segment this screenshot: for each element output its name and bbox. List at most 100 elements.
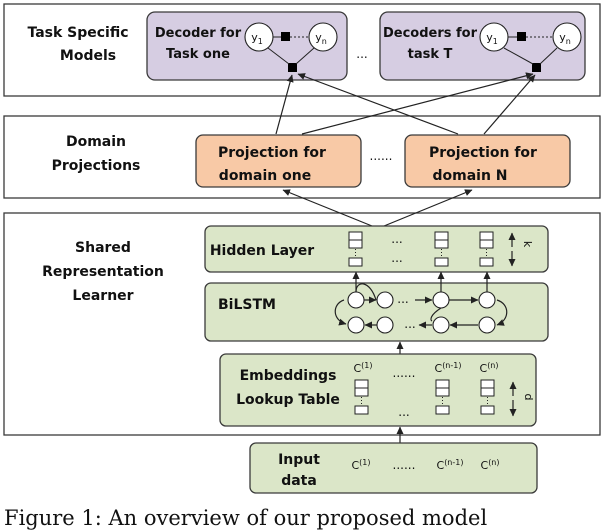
section-title-shared-2: Representation xyxy=(42,264,164,280)
output-y1: y xyxy=(486,31,493,44)
output-yn: y xyxy=(315,31,322,44)
svg-text:C(n): C(n) xyxy=(480,361,499,375)
section-title-domain-1: Domain xyxy=(66,134,126,150)
section-title-domain-2: Projections xyxy=(52,158,141,174)
input-box xyxy=(249,442,538,494)
lstm-forward-node xyxy=(376,291,394,309)
arrow-hidden-proj1 xyxy=(282,189,373,227)
input-token-sup: (n-1) xyxy=(444,458,463,467)
embedding-token-sup: (1) xyxy=(361,361,372,370)
input-label-2: data xyxy=(281,473,317,489)
bilstm-label: BiLSTM xyxy=(218,297,276,313)
input-label-1: Input xyxy=(278,452,320,468)
projection-domain-one: Projection for domain one xyxy=(195,134,362,188)
lstm-backward-node xyxy=(478,316,496,334)
input-data: Input data C(1) ...... C(n-1) C(n) xyxy=(249,442,538,494)
output-yn-sub: n xyxy=(322,37,327,46)
input-token-sup: (n) xyxy=(488,458,499,467)
output-yn-sub: n xyxy=(566,37,571,46)
embedding-token: C xyxy=(353,362,361,375)
embeddings-dots: ... xyxy=(398,405,409,419)
svg-text:C(1): C(1) xyxy=(353,361,372,375)
output-node-yn xyxy=(308,22,338,52)
embedding-token-sup: (n-1) xyxy=(442,361,461,370)
architecture-diagram: Task Specific Models Domain Projections … xyxy=(3,3,601,494)
output-y1: y xyxy=(251,31,258,44)
decoder-box xyxy=(379,11,586,81)
section-title-task-specific-1: Task Specific xyxy=(27,25,128,41)
embeddings-box xyxy=(219,353,537,427)
embeddings-label-2: Lookup Table xyxy=(236,392,340,408)
lstm-backward-node xyxy=(376,316,394,334)
decoder-label-2: task T xyxy=(408,47,453,62)
figure-caption: Figure 1: An overview of our proposed mo… xyxy=(4,506,488,530)
arrow-hidden-projN xyxy=(383,189,473,227)
hidden-vector xyxy=(479,231,494,267)
svg-text:C(n-1): C(n-1) xyxy=(437,458,464,472)
lstm-forward-node xyxy=(347,291,365,309)
embeddings-dim-label: d xyxy=(522,394,535,401)
hidden-layer: Hidden Layer ... ... k xyxy=(204,225,549,273)
bilstm-box xyxy=(204,282,549,342)
projection-domain-n: Projection for domain N xyxy=(404,134,571,188)
lstm-backward-node xyxy=(347,316,365,334)
projection-label-2: domain one xyxy=(219,168,311,184)
output-node-yn xyxy=(552,22,582,52)
embedding-vector xyxy=(480,379,495,415)
factor-node xyxy=(281,32,290,41)
embeddings-lookup-table: Embeddings Lookup Table C(1) ...... C(n-… xyxy=(219,353,537,427)
decoder-gap-dots: ... xyxy=(356,47,367,61)
svg-text:yn: yn xyxy=(559,31,571,46)
hidden-dots-bottom: ... xyxy=(391,251,402,265)
hidden-dots-top: ... xyxy=(391,232,402,246)
embedding-token: C xyxy=(480,362,488,375)
arrow-proj1-decT xyxy=(301,72,534,135)
embedding-vector xyxy=(354,379,369,415)
lstm-forward-node xyxy=(478,291,496,309)
factor-node xyxy=(517,32,526,41)
arrow-proj1-dec1 xyxy=(275,74,294,135)
embeddings-gap-dots: ...... xyxy=(393,366,416,380)
projection-label-2: domain N xyxy=(432,168,507,184)
svg-text:y1: y1 xyxy=(486,31,498,46)
bilstm-dots-top: ... xyxy=(397,292,408,306)
svg-text:C(1): C(1) xyxy=(351,458,370,472)
decoder-label-1: Decoders for xyxy=(383,26,478,41)
input-token: C xyxy=(481,459,489,472)
projection-gap-dots: ...... xyxy=(370,149,393,163)
hidden-vector xyxy=(348,231,363,267)
embedding-vector xyxy=(435,379,450,415)
input-token: C xyxy=(351,459,359,472)
hidden-layer-label: Hidden Layer xyxy=(210,243,314,259)
svg-text:yn: yn xyxy=(315,31,327,46)
output-y1-sub: 1 xyxy=(258,37,263,46)
input-token: C xyxy=(437,459,445,472)
decoder-label-2: Task one xyxy=(166,47,230,62)
factor-node xyxy=(288,63,297,72)
factor-node xyxy=(532,63,541,72)
output-yn: y xyxy=(559,31,566,44)
projection-box xyxy=(404,134,571,188)
output-y1-sub: 1 xyxy=(493,37,498,46)
decoder-label-1: Decoder for xyxy=(155,26,242,41)
embeddings-label-1: Embeddings xyxy=(240,368,337,384)
svg-text:C(n-1): C(n-1) xyxy=(435,361,462,375)
section-title-task-specific-2: Models xyxy=(60,48,116,64)
decoder-task-one: Decoder for Task one y1 yn xyxy=(146,11,348,81)
svg-text:C(n): C(n) xyxy=(481,458,500,472)
lstm-backward-node xyxy=(432,316,450,334)
hidden-layer-box xyxy=(204,225,549,273)
input-token-sup: (1) xyxy=(359,458,370,467)
bilstm: BiLSTM ... ... xyxy=(204,271,549,342)
svg-text:y1: y1 xyxy=(251,31,263,46)
hidden-dim-label: k xyxy=(521,241,534,248)
lstm-forward-node xyxy=(432,291,450,309)
hidden-vector xyxy=(434,231,449,267)
arrow-projN-dec1 xyxy=(297,73,459,135)
embedding-token-sup: (n) xyxy=(487,361,498,370)
bilstm-dots-bottom: ... xyxy=(404,317,415,331)
projection-box xyxy=(195,134,362,188)
arrow-projN-decT xyxy=(483,74,536,135)
section-title-shared-3: Learner xyxy=(72,288,133,304)
decoder-task-t: Decoders for task T y1 yn xyxy=(379,11,586,81)
